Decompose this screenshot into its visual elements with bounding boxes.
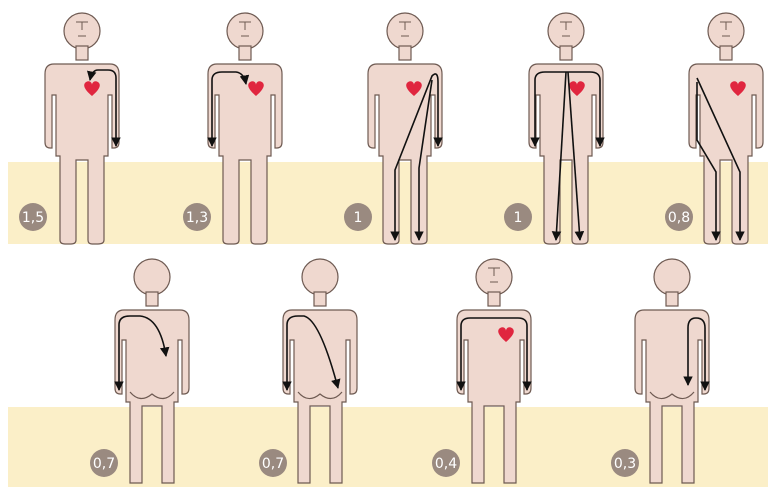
factor-badge-label: 0,3 <box>614 456 636 472</box>
factor-badge-label: 1 <box>514 210 523 226</box>
figure-2: 1,3 <box>183 13 282 244</box>
factor-badge-label: 1,3 <box>186 210 208 226</box>
factor-badge-label: 0,4 <box>435 456 457 472</box>
factor-badge-label: 1,5 <box>22 210 44 226</box>
figure-1: 1,5 <box>19 13 119 244</box>
factor-badge-label: 0,8 <box>668 210 690 226</box>
figure-4: 1 <box>504 13 603 244</box>
figure-9: 0,3 <box>611 259 709 483</box>
factor-badge-label: 0,7 <box>93 456 115 472</box>
figure-6: 0,7 <box>90 259 189 483</box>
figure-8: 0,4 <box>432 259 531 483</box>
figure-7: 0,7 <box>259 259 357 483</box>
factor-badge-label: 0,7 <box>262 456 284 472</box>
figure-5: 0,8 <box>665 13 763 244</box>
factor-badge-label: 1 <box>354 210 363 226</box>
figure-3: 1 <box>344 13 442 244</box>
